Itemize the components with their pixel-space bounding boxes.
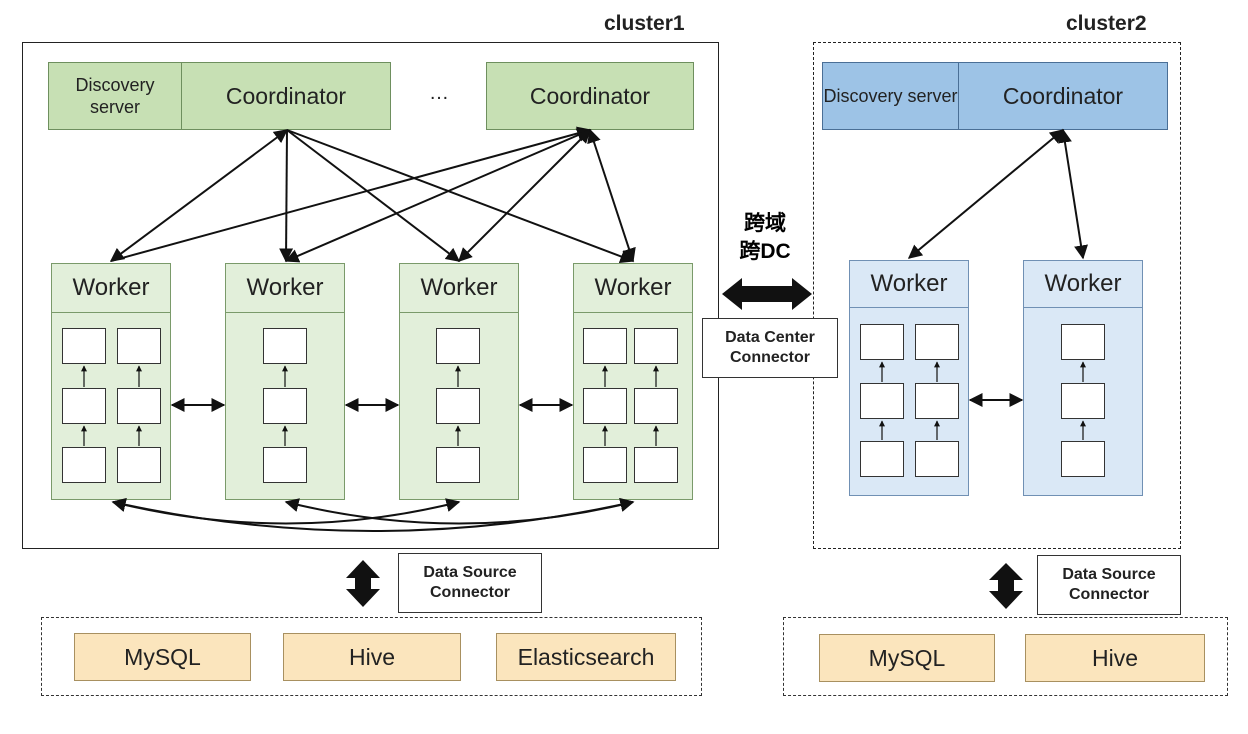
worker-label: Worker	[850, 261, 968, 308]
cluster1-data-sources	[41, 617, 702, 696]
task-box	[62, 388, 106, 424]
task-box	[583, 328, 627, 364]
cluster1-worker-1: Worker	[51, 263, 171, 500]
cross-domain-label: 跨域 跨DC	[724, 210, 806, 266]
cluster2-container	[813, 42, 1181, 549]
task-box	[860, 383, 904, 419]
coordinator1-worker-links	[109, 129, 635, 264]
task-box	[860, 324, 904, 360]
task-box	[117, 328, 161, 364]
task-box	[436, 388, 480, 424]
worker-label: Worker	[574, 264, 692, 313]
task-box	[915, 324, 959, 360]
task-box	[915, 383, 959, 419]
cluster2-coordinator: Coordinator	[958, 62, 1168, 130]
task-box	[263, 388, 307, 424]
cluster2-data-sources	[783, 617, 1228, 696]
worker-label: Worker	[400, 264, 518, 313]
cross-domain-line2: 跨DC	[739, 240, 791, 263]
task-box	[117, 388, 161, 424]
worker-label: Worker	[226, 264, 344, 313]
cluster2-data-source-connector: Data Source Connector	[1037, 555, 1181, 615]
task-box	[583, 388, 627, 424]
task-box	[915, 441, 959, 477]
task-box	[634, 447, 678, 483]
data-center-connector: Data Center Connector	[702, 318, 838, 378]
cluster2-mysql: MySQL	[819, 634, 995, 682]
cluster1-coordinator-2: Coordinator	[486, 62, 694, 130]
task-box	[117, 447, 161, 483]
task-box	[62, 328, 106, 364]
task-box	[1061, 383, 1105, 419]
task-box	[62, 447, 106, 483]
task-flow-arrows	[81, 361, 1086, 446]
cluster1-discovery-server: Discovery server	[48, 62, 182, 130]
cross-dc-double-arrow	[722, 278, 812, 310]
worker-peer-links	[170, 393, 1024, 412]
task-box	[634, 328, 678, 364]
task-box	[634, 388, 678, 424]
cluster1-title: cluster1	[604, 12, 685, 35]
coordinator-ellipsis: …	[429, 81, 449, 104]
cluster2-coordinator-worker-links	[907, 128, 1088, 260]
cluster2-discovery-server: Discovery server	[822, 62, 959, 130]
task-box	[1061, 441, 1105, 477]
task-box	[436, 447, 480, 483]
cross-domain-line1: 跨域	[744, 212, 786, 235]
task-box	[1061, 324, 1105, 360]
cluster2-title: cluster2	[1066, 12, 1147, 35]
cluster1-data-source-connector: Data Source Connector	[398, 553, 542, 613]
cluster2-hive: Hive	[1025, 634, 1205, 682]
task-box	[860, 441, 904, 477]
coordinator2-worker-links	[110, 126, 636, 263]
cluster1-mysql: MySQL	[74, 633, 251, 681]
cluster2-data-source-double-arrow	[989, 563, 1023, 609]
task-box	[263, 328, 307, 364]
cluster1-data-source-double-arrow	[346, 560, 380, 607]
task-box	[263, 447, 307, 483]
cluster1-hive: Hive	[283, 633, 461, 681]
cluster1-container	[22, 42, 719, 549]
task-box	[583, 447, 627, 483]
worker-label: Worker	[52, 264, 170, 313]
worker-curved-links	[111, 497, 635, 532]
task-box	[436, 328, 480, 364]
worker-label: Worker	[1024, 261, 1142, 308]
cluster1-elasticsearch: Elasticsearch	[496, 633, 676, 681]
